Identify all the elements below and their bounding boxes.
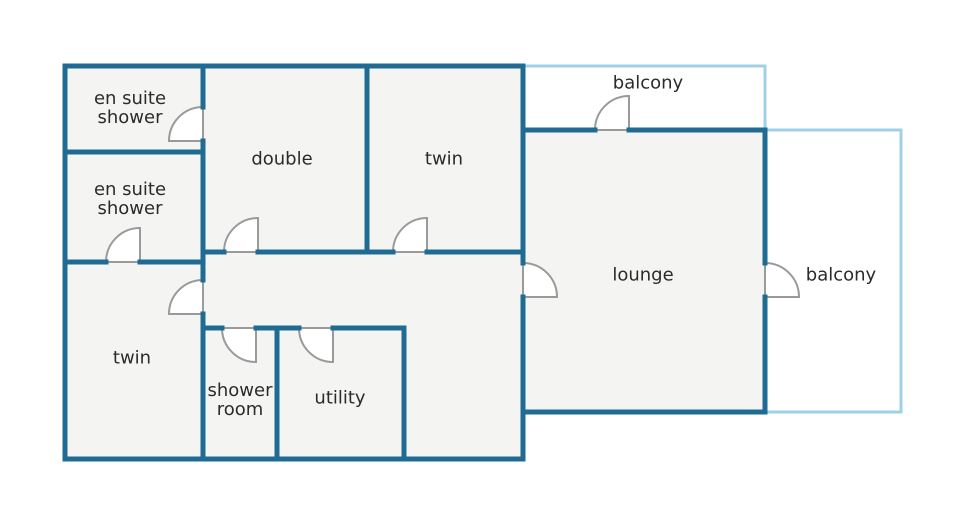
door-shower-room bbox=[220, 327, 257, 364]
label-lounge: lounge bbox=[612, 264, 674, 286]
floor-fills bbox=[65, 66, 765, 459]
label-shower-room: shower room bbox=[207, 380, 273, 420]
walls bbox=[62, 63, 768, 462]
label-balcony-top: balcony bbox=[612, 72, 684, 94]
label-twin-top: twin bbox=[424, 148, 464, 170]
wall-shower-utility bbox=[274, 325, 407, 462]
label-utility: utility bbox=[314, 387, 366, 409]
outer-wall bbox=[62, 63, 768, 462]
door-twin-left bbox=[167, 278, 204, 315]
door-balcony-right bbox=[764, 261, 801, 298]
door-en-suite-top bbox=[167, 105, 204, 142]
label-balcony-right: balcony bbox=[805, 264, 877, 286]
label-en-suite-shower-mid: en suite shower bbox=[93, 179, 167, 219]
doors bbox=[104, 94, 801, 364]
label-twin-left: twin bbox=[112, 347, 152, 369]
door-lounge bbox=[522, 261, 559, 298]
label-double: double bbox=[251, 148, 313, 170]
door-utility bbox=[297, 327, 334, 364]
label-en-suite-shower-top: en suite shower bbox=[93, 88, 167, 128]
